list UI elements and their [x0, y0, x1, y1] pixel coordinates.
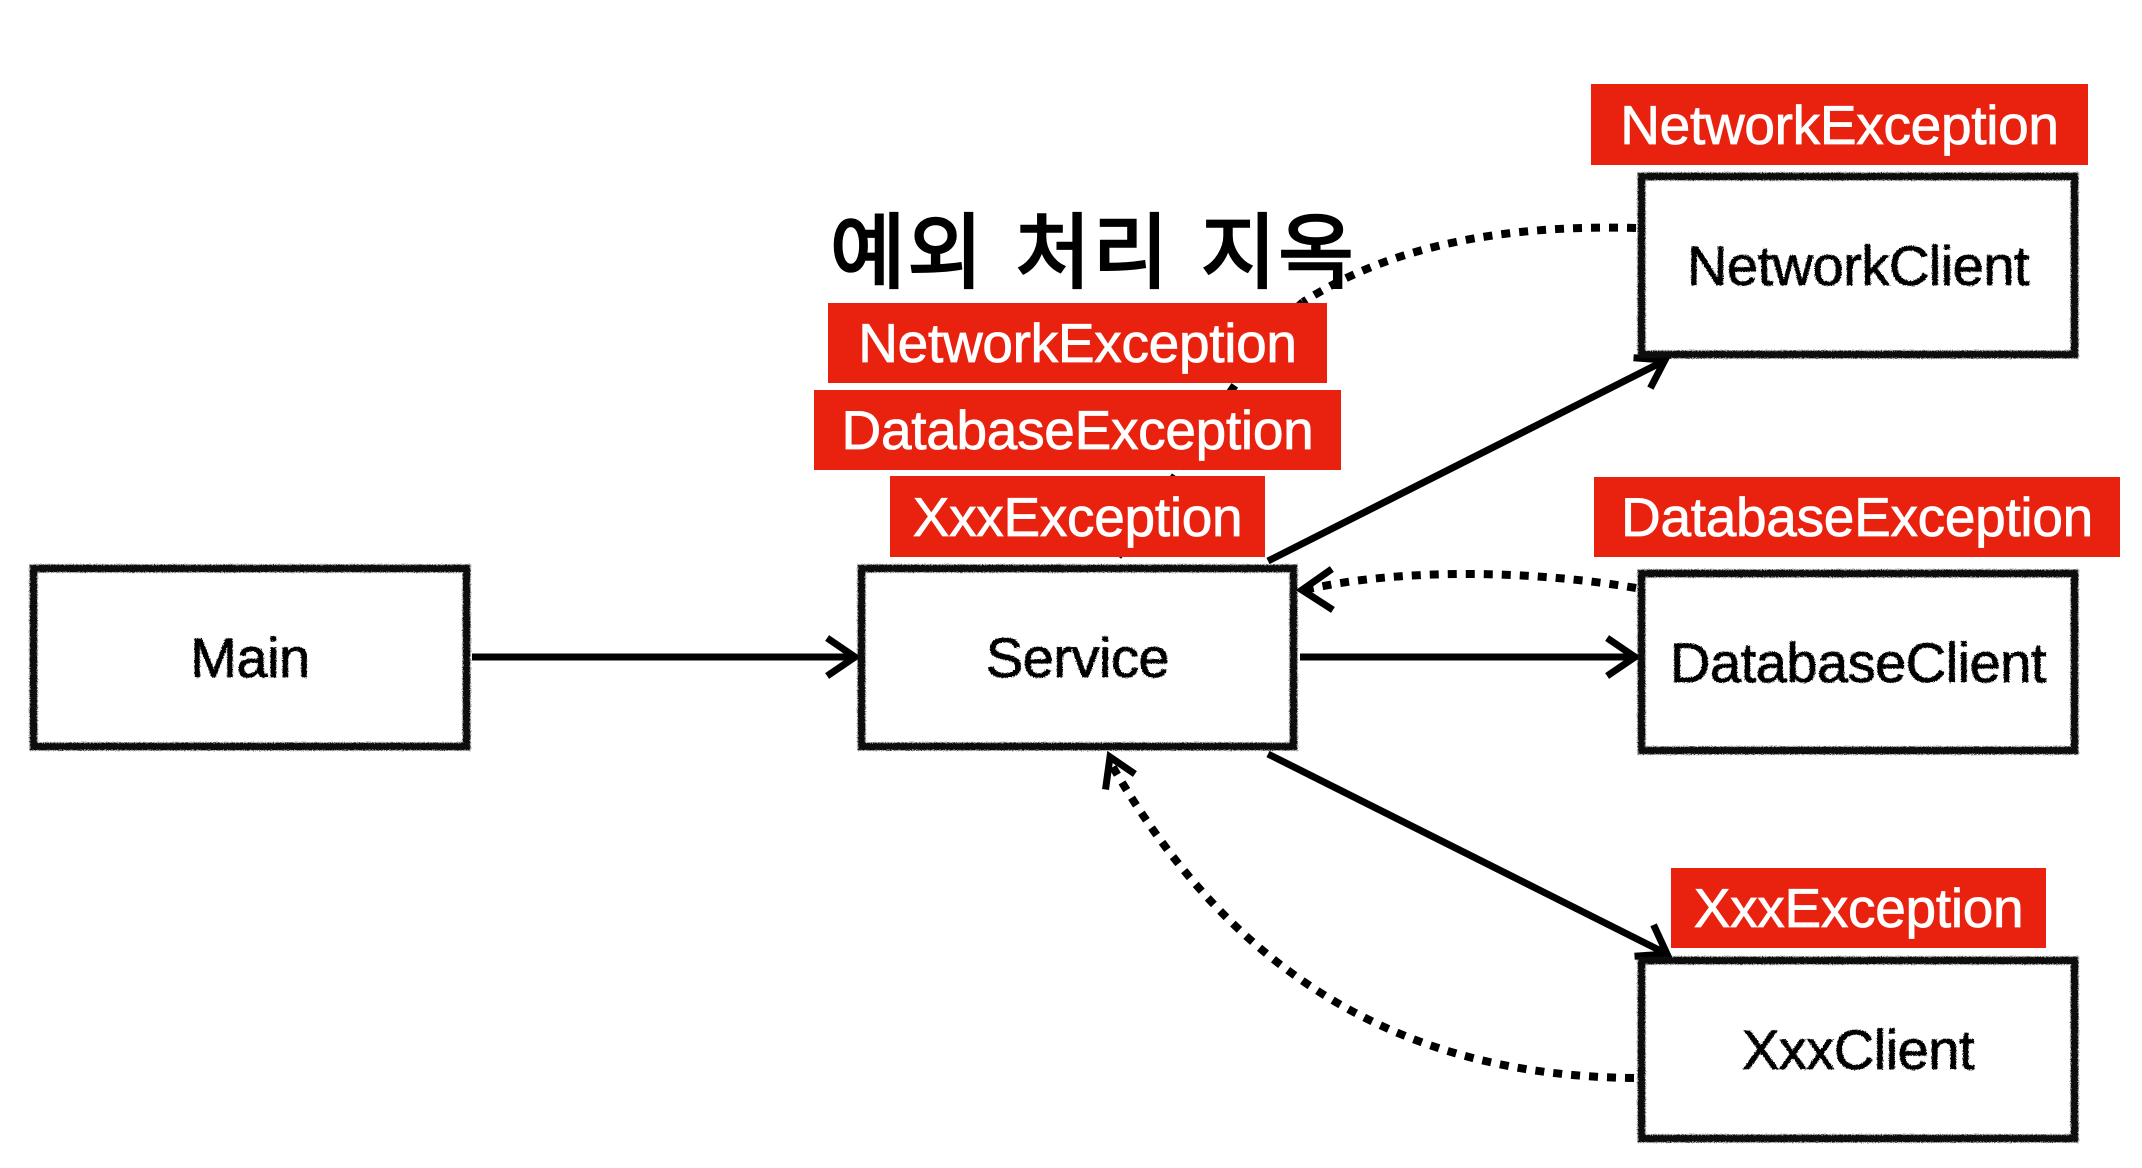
diagram-title: 예외 처리 지옥 [830, 206, 1356, 301]
arrowhead-service-xxx [1634, 923, 1673, 960]
xxx-client-node: XxxClient [1638, 957, 2078, 1142]
call-arrow-service-to-xxx [1266, 750, 1667, 957]
arrowhead-main-service [825, 635, 862, 679]
network-client-node: NetworkClient [1638, 173, 2078, 358]
service-exception-xxx: XxxException [890, 476, 1265, 557]
xxx-client-node-label: XxxClient [1741, 1018, 1975, 1082]
main-node: Main [30, 565, 470, 750]
call-arrow-service-to-network [1266, 357, 1666, 565]
service-node-label: Service [985, 626, 1170, 690]
arrowhead-xxx-throw [1102, 750, 1137, 790]
service-exception-database: DatabaseException [814, 390, 1341, 470]
main-node-label: Main [190, 626, 311, 690]
arrowhead-service-database [1605, 635, 1642, 679]
throw-arc-database-to-service [1303, 570, 1637, 594]
network-client-node-label: NetworkClient [1686, 234, 2030, 298]
service-node: Service [858, 565, 1297, 750]
network-client-exception: NetworkException [1591, 84, 2088, 165]
service-exception-network: NetworkException [828, 303, 1327, 383]
xxx-client-exception: XxxException [1671, 868, 2046, 948]
database-client-exception: DatabaseException [1594, 477, 2120, 557]
arrowhead-service-network [1633, 354, 1671, 390]
database-client-node: DatabaseClient [1638, 570, 2078, 754]
database-client-node-label: DatabaseClient [1670, 630, 2047, 694]
arrowhead-database-throw [1295, 566, 1335, 613]
